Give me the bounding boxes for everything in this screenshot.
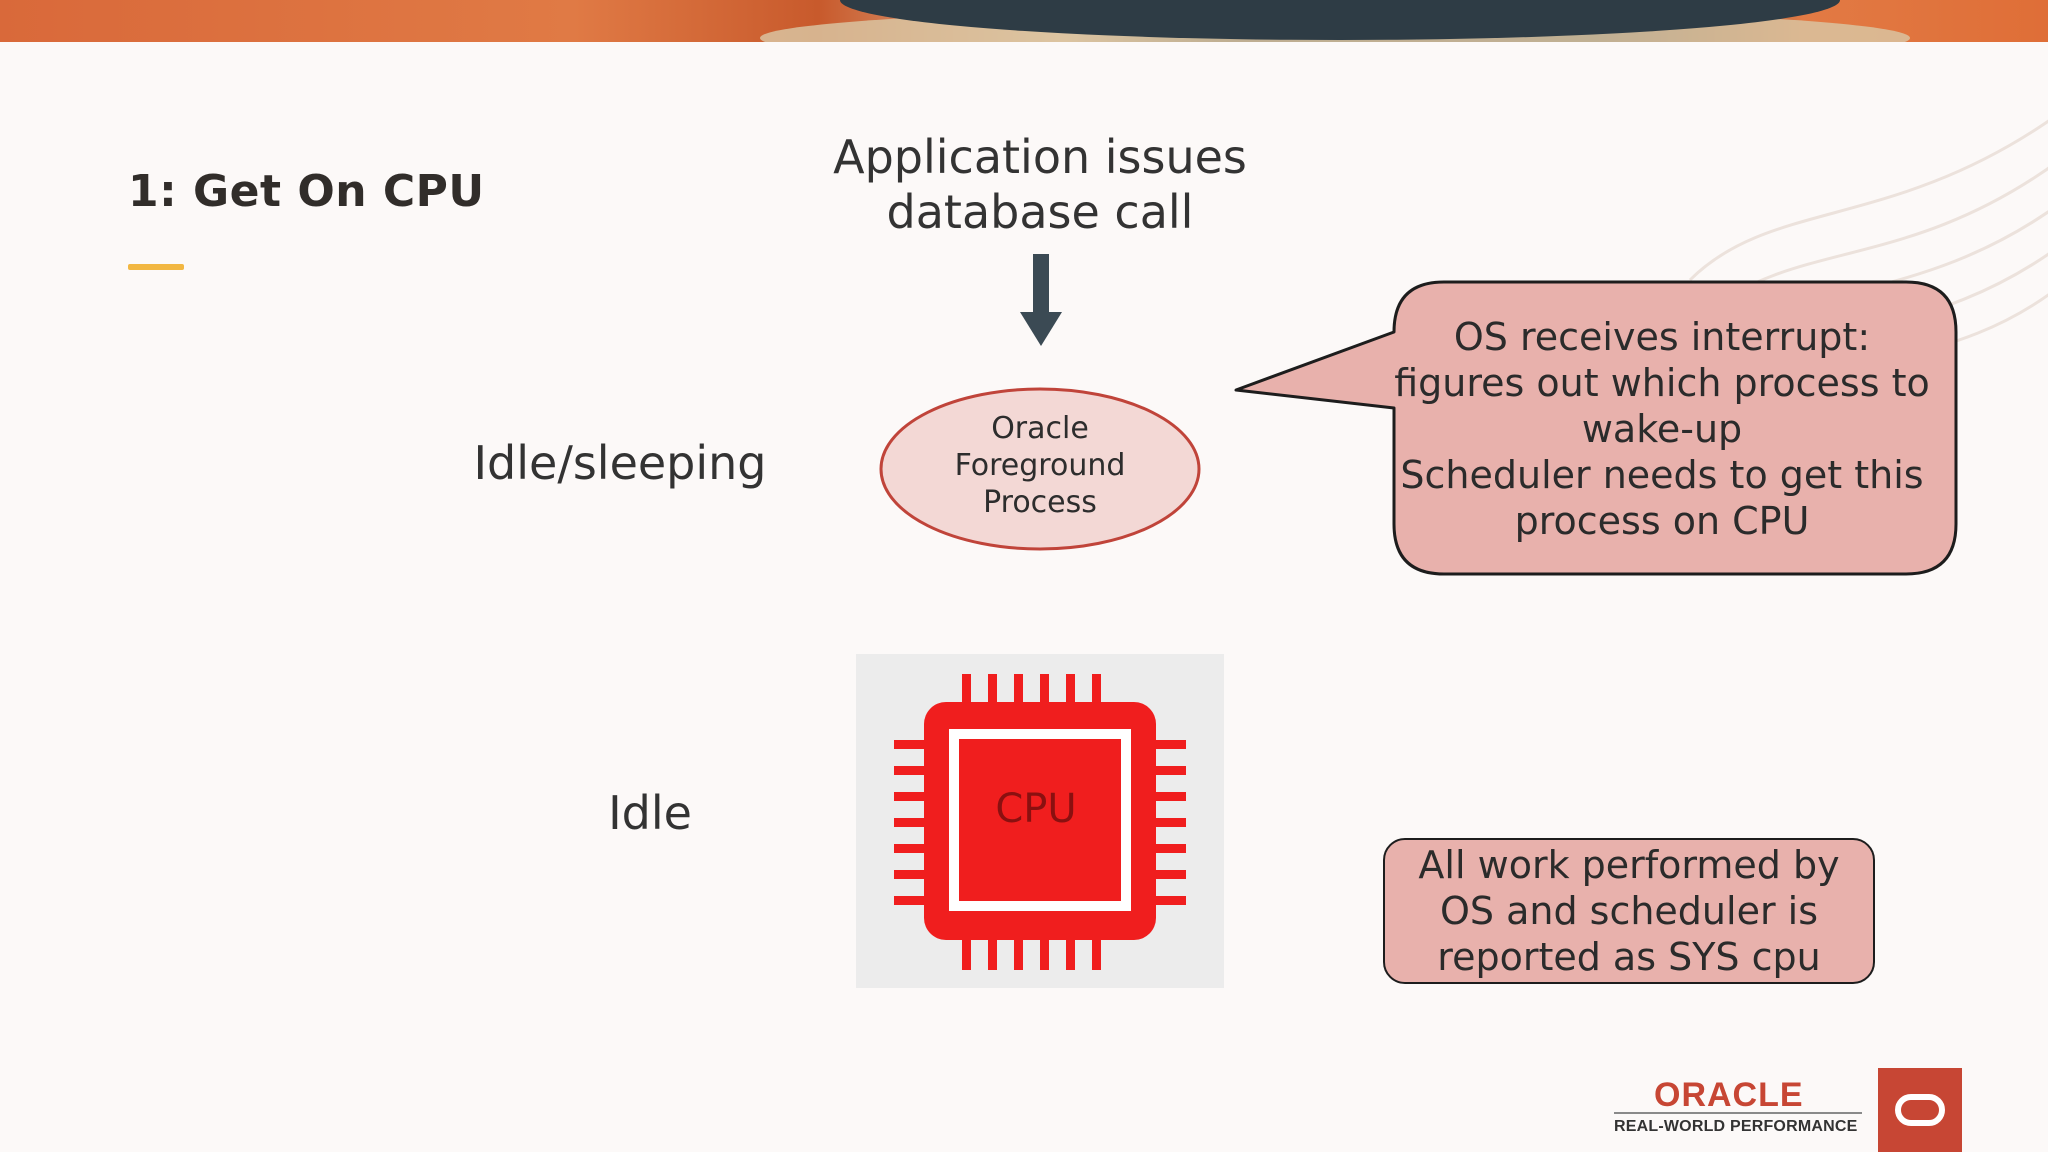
state-idle: Idle: [608, 786, 692, 840]
oracle-wordmark: ORACLE: [1654, 1076, 1804, 1112]
callout-line: process on CPU: [1514, 499, 1810, 543]
callout-line: reported as SYS cpu: [1437, 935, 1821, 979]
logo-tagline: REAL-WORLD PERFORMANCE: [1614, 1118, 1858, 1135]
callout-line: figures out which process to: [1394, 361, 1930, 405]
state-idle-sleeping: Idle/sleeping: [473, 436, 767, 490]
oracle-process-label: Oracle Foreground Process: [878, 410, 1202, 521]
os-interrupt-callout: [1234, 280, 1958, 576]
sys-cpu-callout: [1383, 838, 1875, 984]
cpu-chip-icon: [894, 674, 1186, 970]
os-interrupt-text: OS receives interrupt: figures out which…: [1378, 314, 1946, 544]
oracle-process-ellipse: [879, 387, 1201, 551]
callout-line: OS and scheduler is: [1439, 889, 1819, 933]
down-arrow-icon: [1020, 254, 1062, 346]
sys-cpu-text: All work performed by OS and scheduler i…: [1383, 842, 1875, 980]
slide-title: 1: Get On CPU: [128, 166, 485, 217]
callout-line: OS receives interrupt:: [1453, 315, 1871, 359]
logo-divider: [1614, 1112, 1862, 1114]
oracle-badge-icon: [1878, 1068, 1962, 1152]
oracle-logo: ORACLE: [1654, 1076, 1804, 1112]
callout-line: All work performed by: [1418, 843, 1840, 887]
process-line: Foreground: [954, 448, 1126, 483]
process-line: Oracle: [991, 411, 1089, 446]
cpu-label: CPU: [995, 786, 1077, 832]
callout-line: wake-up: [1581, 407, 1743, 451]
title-underline: [128, 264, 184, 270]
application-call-text: Application issues database call: [833, 130, 1247, 239]
process-line: Process: [983, 485, 1097, 520]
header-banner-image: [0, 0, 2048, 42]
callout-line: Scheduler needs to get this: [1400, 453, 1924, 497]
